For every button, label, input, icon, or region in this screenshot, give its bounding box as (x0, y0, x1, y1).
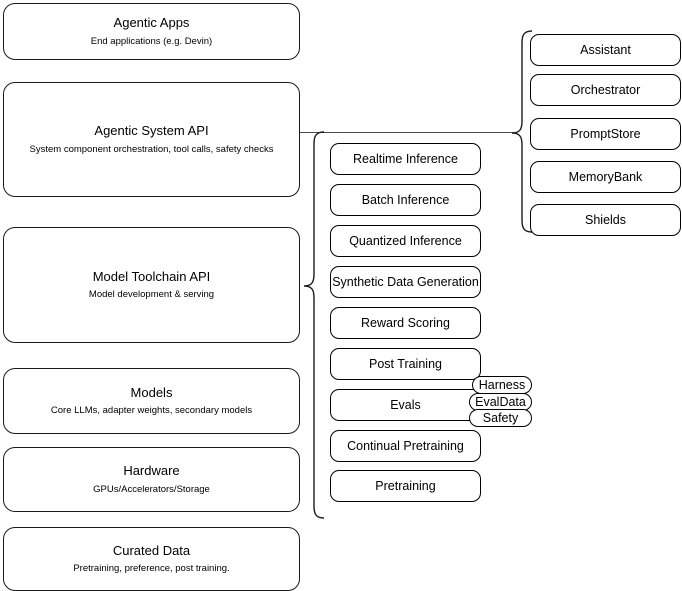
toolchain-component-quantized-inference[interactable]: Quantized Inference (330, 225, 481, 257)
agentic-component-memorybank[interactable]: MemoryBank (530, 161, 681, 193)
toolchain-component-label: Realtime Inference (353, 152, 458, 166)
toolchain-component-pretraining[interactable]: Pretraining (330, 470, 481, 502)
eval-subcomponent-label: EvalData (475, 395, 526, 409)
agentic-component-promptstore[interactable]: PromptStore (530, 118, 681, 150)
toolchain-component-synthetic-data-generation[interactable]: Synthetic Data Generation (330, 266, 481, 298)
stack-layer-hardware[interactable]: Hardware GPUs/Accelerators/Storage (3, 447, 300, 512)
toolchain-component-label: Batch Inference (361, 193, 450, 207)
toolchain-component-continual-pretraining[interactable]: Continual Pretraining (330, 430, 481, 462)
agentic-component-label: Orchestrator (570, 83, 641, 97)
brace-model-toolchain (303, 131, 325, 519)
stack-layer-model-toolchain-api[interactable]: Model Toolchain API Model development & … (3, 227, 300, 343)
toolchain-component-label: Continual Pretraining (347, 439, 464, 453)
stack-layer-title: Curated Data (112, 542, 191, 558)
stack-layer-title: Models (130, 384, 173, 400)
stack-layer-title: Hardware (123, 463, 180, 479)
eval-subcomponent-label: Harness (478, 378, 526, 392)
toolchain-component-label: Synthetic Data Generation (332, 275, 479, 289)
stack-layer-agentic-apps[interactable]: Agentic Apps End applications (e.g. Devi… (3, 3, 300, 60)
stack-layer-subtitle: Core LLMs, adapter weights, secondary mo… (50, 405, 253, 417)
toolchain-component-realtime-inference[interactable]: Realtime Inference (330, 143, 481, 175)
stack-layer-models[interactable]: Models Core LLMs, adapter weights, secon… (3, 368, 300, 434)
agentic-component-label: MemoryBank (568, 170, 643, 184)
toolchain-component-label: Post Training (369, 357, 442, 371)
toolchain-component-reward-scoring[interactable]: Reward Scoring (330, 307, 481, 339)
agentic-component-orchestrator[interactable]: Orchestrator (530, 74, 681, 106)
stack-layer-subtitle: End applications (e.g. Devin) (90, 35, 213, 47)
eval-subcomponent-evaldata[interactable]: EvalData (469, 393, 532, 411)
toolchain-component-post-training[interactable]: Post Training (330, 348, 481, 380)
toolchain-component-batch-inference[interactable]: Batch Inference (330, 184, 481, 216)
stack-layer-subtitle: Model development & serving (88, 289, 215, 301)
stack-layer-agentic-system-api[interactable]: Agentic System API System component orch… (3, 82, 300, 197)
stack-layer-subtitle: Pretraining, preference, post training. (73, 563, 230, 575)
stack-layer-title: Agentic Apps (113, 15, 190, 31)
agentic-component-label: Shields (585, 213, 626, 227)
stack-layer-subtitle: GPUs/Accelerators/Storage (93, 483, 210, 495)
toolchain-component-label: Pretraining (375, 479, 436, 493)
connector-agentic-system-api-to-components (300, 132, 514, 134)
stack-layer-title: Model Toolchain API (92, 268, 211, 284)
eval-subcomponent-safety[interactable]: Safety (469, 409, 532, 427)
eval-subcomponent-label: Safety (482, 411, 519, 425)
agentic-component-shields[interactable]: Shields (530, 204, 681, 236)
toolchain-component-label: Reward Scoring (361, 316, 450, 330)
stack-layer-subtitle: System component orchestration, tool cal… (29, 143, 274, 155)
agentic-component-label: Assistant (580, 43, 631, 57)
toolchain-component-label: Quantized Inference (349, 234, 462, 248)
toolchain-component-evals[interactable]: Evals (330, 389, 481, 421)
agentic-component-assistant[interactable]: Assistant (530, 34, 681, 66)
agentic-component-label: PromptStore (570, 127, 641, 141)
toolchain-component-label: Evals (390, 398, 421, 412)
stack-layer-curated-data[interactable]: Curated Data Pretraining, preference, po… (3, 527, 300, 591)
eval-subcomponent-harness[interactable]: Harness (472, 376, 532, 394)
stack-layer-title: Agentic System API (94, 123, 209, 139)
